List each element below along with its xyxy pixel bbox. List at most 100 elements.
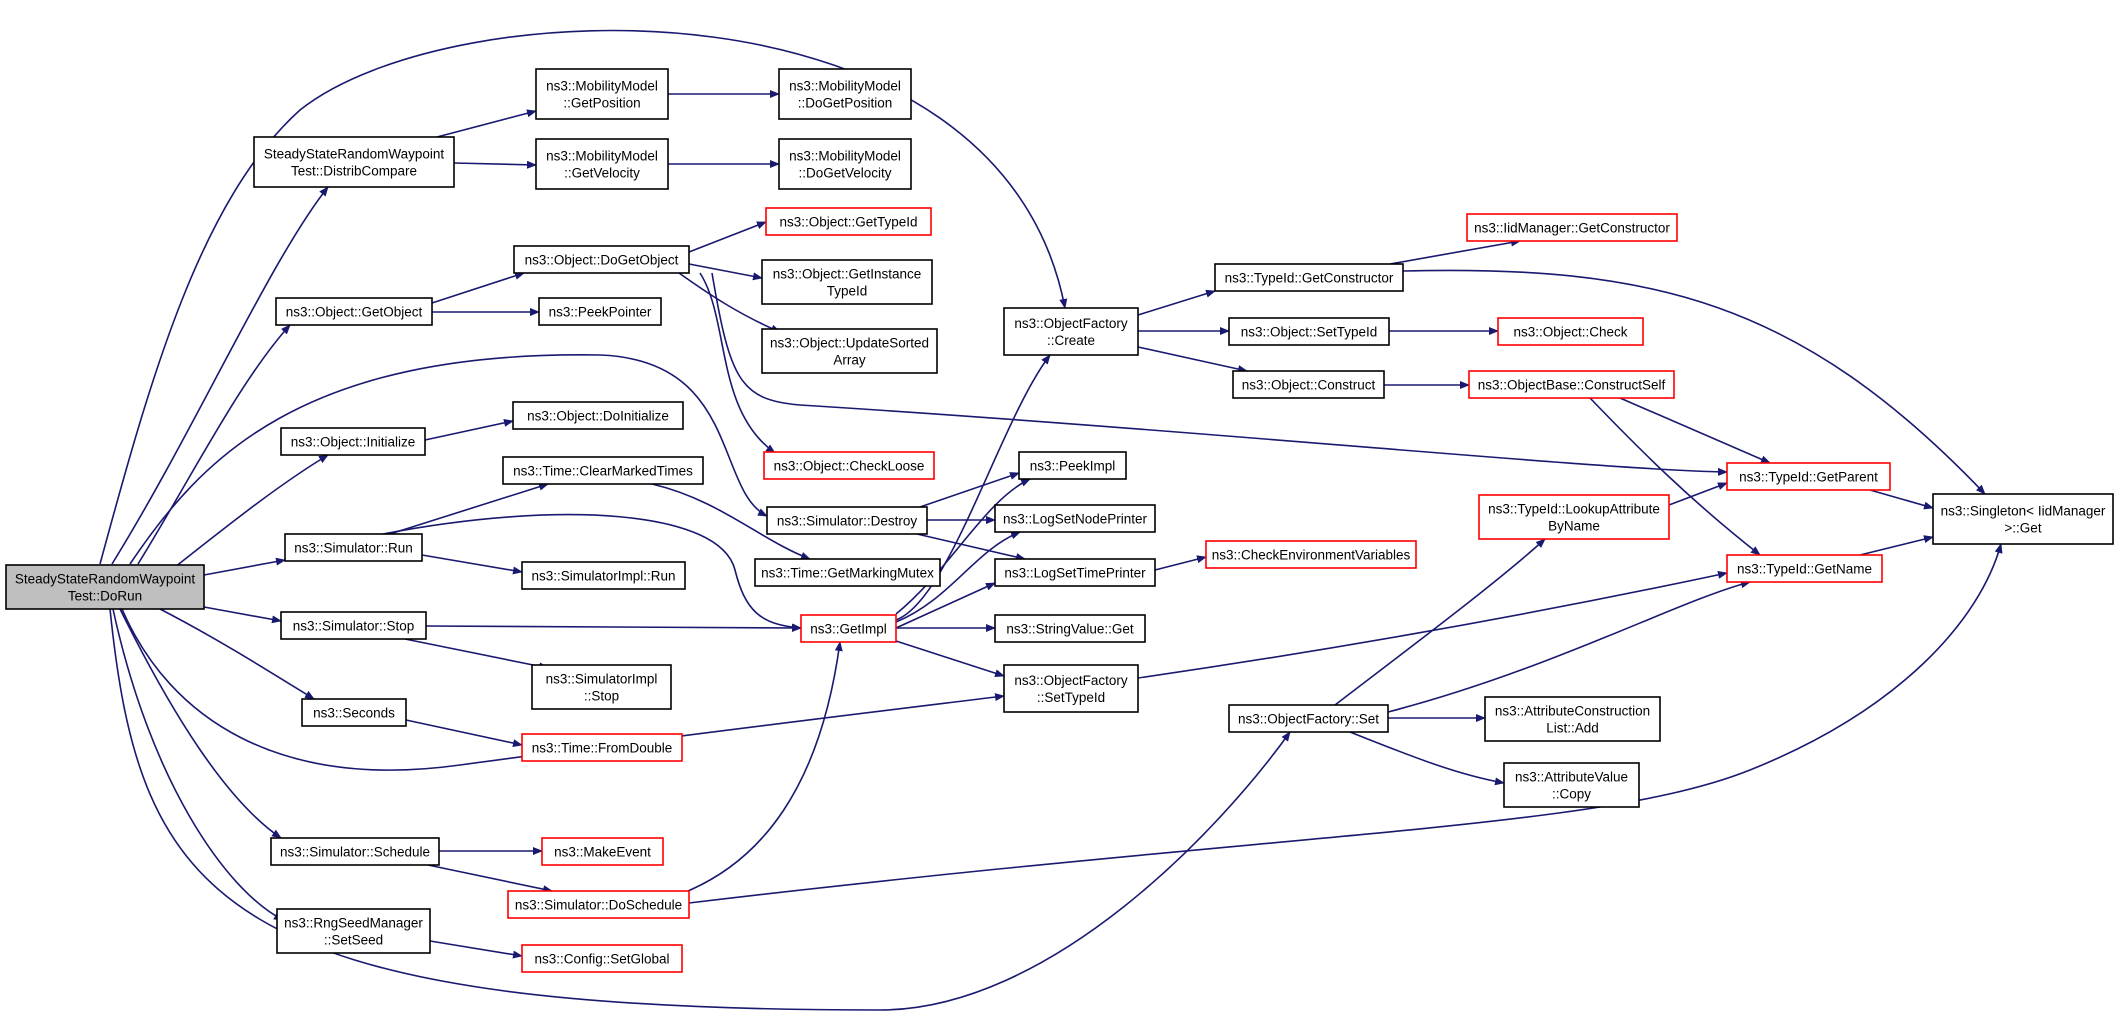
node-box bbox=[761, 259, 933, 305]
node-box bbox=[1726, 554, 1883, 583]
node-label: ns3::Simulator::Schedule bbox=[280, 845, 430, 860]
edge-dorun-to-simrun bbox=[203, 557, 286, 576]
node-box bbox=[521, 944, 683, 973]
node-simrun[interactable]: ns3::Simulator::Run bbox=[284, 533, 423, 562]
node-logtime[interactable]: ns3::LogSetTimePrinter bbox=[994, 558, 1156, 587]
node-simimplrun[interactable]: ns3::SimulatorImpl::Run bbox=[521, 561, 686, 590]
node-simimplstop[interactable]: ns3::SimulatorImpl::Stop bbox=[531, 664, 672, 710]
node-box bbox=[535, 138, 669, 190]
node-setseed[interactable]: ns3::RngSeedManager::SetSeed bbox=[276, 908, 431, 954]
edge-tid_getctor-to-singleton bbox=[1402, 269, 1986, 495]
node-getobject[interactable]: ns3::Object::GetObject bbox=[275, 297, 433, 326]
node-label: Array bbox=[833, 353, 866, 368]
node-box bbox=[1503, 762, 1640, 808]
node-box bbox=[761, 328, 938, 374]
node-label: ns3::Time::ClearMarkedTimes bbox=[513, 464, 693, 479]
node-label: SteadyStateRandomWaypoint bbox=[264, 147, 445, 162]
node-box bbox=[1468, 370, 1675, 399]
node-create[interactable]: ns3::ObjectFactory::Create bbox=[1003, 307, 1139, 356]
node-label: ns3::TypeId::GetName bbox=[1737, 562, 1872, 577]
node-label: ns3::Object::GetObject bbox=[286, 305, 423, 320]
node-makeevent[interactable]: ns3::MakeEvent bbox=[541, 837, 664, 866]
node-clearmarked[interactable]: ns3::Time::ClearMarkedTimes bbox=[502, 456, 704, 485]
edge-getimpl-to-settypeid_factory bbox=[895, 640, 1005, 678]
node-box bbox=[800, 614, 897, 643]
node-dogetvelocity[interactable]: ns3::MobilityModel::DoGetVelocity bbox=[778, 138, 912, 190]
node-getimpl[interactable]: ns3::GetImpl bbox=[800, 614, 897, 643]
edge-distrib-to-getposition bbox=[436, 109, 537, 138]
edge-settypeid_factory-to-getname bbox=[1137, 570, 1728, 679]
edge-initialize-to-doinitialize bbox=[424, 418, 514, 441]
node-gettypeid[interactable]: ns3::Object::GetTypeId bbox=[765, 207, 932, 236]
node-label: ns3::Object::Initialize bbox=[291, 435, 416, 450]
node-box bbox=[5, 564, 205, 610]
node-attrcopy[interactable]: ns3::AttributeValue::Copy bbox=[1503, 762, 1640, 808]
edge-getname-to-singleton bbox=[1859, 535, 1934, 556]
node-box bbox=[301, 698, 407, 727]
node-label: ns3::TypeId::GetConstructor bbox=[1225, 271, 1394, 286]
node-label: ns3::Object::Construct bbox=[1242, 378, 1376, 393]
node-box bbox=[538, 297, 662, 326]
edge-create-to-tid_getctor bbox=[1137, 289, 1216, 316]
node-doinitialize[interactable]: ns3::Object::DoInitialize bbox=[512, 401, 684, 430]
node-setglobal[interactable]: ns3::Config::SetGlobal bbox=[521, 944, 683, 973]
node-label: ns3::Singleton< IidManager bbox=[1941, 504, 2106, 519]
node-distrib[interactable]: SteadyStateRandomWaypointTest::DistribCo… bbox=[253, 136, 455, 188]
node-box bbox=[994, 558, 1156, 587]
node-label: ns3::AttributeValue bbox=[1515, 770, 1628, 785]
node-settypeid_factory[interactable]: ns3::ObjectFactory::SetTypeId bbox=[1003, 664, 1139, 713]
edge-getobject-to-dogetobject bbox=[431, 271, 525, 304]
node-label: ns3::Object::UpdateSorted bbox=[770, 336, 929, 351]
node-schedule[interactable]: ns3::Simulator::Schedule bbox=[270, 837, 440, 866]
node-dogetobject[interactable]: ns3::Object::DoGetObject bbox=[513, 245, 690, 274]
node-constructself[interactable]: ns3::ObjectBase::ConstructSelf bbox=[1468, 370, 1675, 399]
node-getname[interactable]: ns3::TypeId::GetName bbox=[1726, 554, 1883, 583]
node-peekpointer[interactable]: ns3::PeekPointer bbox=[538, 297, 662, 326]
node-fromdouble[interactable]: ns3::Time::FromDouble bbox=[521, 733, 683, 762]
node-peekimpl[interactable]: ns3::PeekImpl bbox=[1018, 451, 1127, 480]
node-label: ns3::PeekPointer bbox=[549, 305, 652, 320]
edge-getimpl-to-lognode bbox=[895, 531, 1021, 623]
node-iid_getctor[interactable]: ns3::IidManager::GetConstructor bbox=[1466, 213, 1678, 242]
node-box bbox=[1003, 664, 1139, 713]
node-markingmutex[interactable]: ns3::Time::GetMarkingMutex bbox=[754, 558, 941, 587]
node-getparent[interactable]: ns3::TypeId::GetParent bbox=[1726, 462, 1891, 491]
node-obj_settypeid[interactable]: ns3::Object::SetTypeId bbox=[1228, 317, 1390, 346]
node-label: ns3::ObjectFactory bbox=[1014, 673, 1128, 688]
node-label: Test::DistribCompare bbox=[291, 164, 417, 179]
edge-dorun-to-distrib bbox=[111, 186, 329, 565]
node-doschedule[interactable]: ns3::Simulator::DoSchedule bbox=[507, 890, 690, 919]
node-obj_check[interactable]: ns3::Object::Check bbox=[1497, 317, 1644, 346]
node-label: ::Copy bbox=[1552, 787, 1591, 802]
node-label: ns3::Config::SetGlobal bbox=[534, 952, 669, 967]
node-label: ns3::Simulator::Run bbox=[294, 541, 413, 556]
node-box bbox=[1003, 307, 1139, 356]
node-lognode[interactable]: ns3::LogSetNodePrinter bbox=[994, 504, 1156, 533]
node-label: ns3::TypeId::LookupAttribute bbox=[1488, 502, 1660, 517]
node-seconds[interactable]: ns3::Seconds bbox=[301, 698, 407, 727]
node-dogetposition[interactable]: ns3::MobilityModel::DoGetPosition bbox=[778, 68, 912, 120]
node-singleton[interactable]: ns3::Singleton< IidManager >::Get bbox=[1932, 493, 2114, 545]
node-getposition[interactable]: ns3::MobilityModel::GetPosition bbox=[535, 68, 669, 120]
node-obj_construct[interactable]: ns3::Object::Construct bbox=[1232, 370, 1385, 399]
node-factoryset[interactable]: ns3::ObjectFactory::Set bbox=[1228, 704, 1389, 733]
node-checkenv[interactable]: ns3::CheckEnvironmentVariables bbox=[1205, 540, 1417, 569]
node-simstop[interactable]: ns3::Simulator::Stop bbox=[280, 611, 427, 640]
node-label: ::SetTypeId bbox=[1037, 690, 1105, 705]
node-tid_getctor[interactable]: ns3::TypeId::GetConstructor bbox=[1214, 263, 1404, 292]
node-box bbox=[766, 506, 928, 535]
node-checkloose[interactable]: ns3::Object::CheckLoose bbox=[763, 451, 935, 480]
node-label: ns3::Time::GetMarkingMutex bbox=[761, 566, 934, 581]
node-stringget[interactable]: ns3::StringValue::Get bbox=[994, 614, 1146, 643]
node-initialize[interactable]: ns3::Object::Initialize bbox=[280, 427, 426, 456]
node-getvelocity[interactable]: ns3::MobilityModel::GetVelocity bbox=[535, 138, 669, 190]
node-box bbox=[1232, 370, 1385, 399]
edges bbox=[99, 29, 2003, 1011]
node-simdestroy[interactable]: ns3::Simulator::Destroy bbox=[766, 506, 928, 535]
edge-dorun-to-factoryset bbox=[109, 608, 1291, 1011]
node-box bbox=[1205, 540, 1417, 569]
